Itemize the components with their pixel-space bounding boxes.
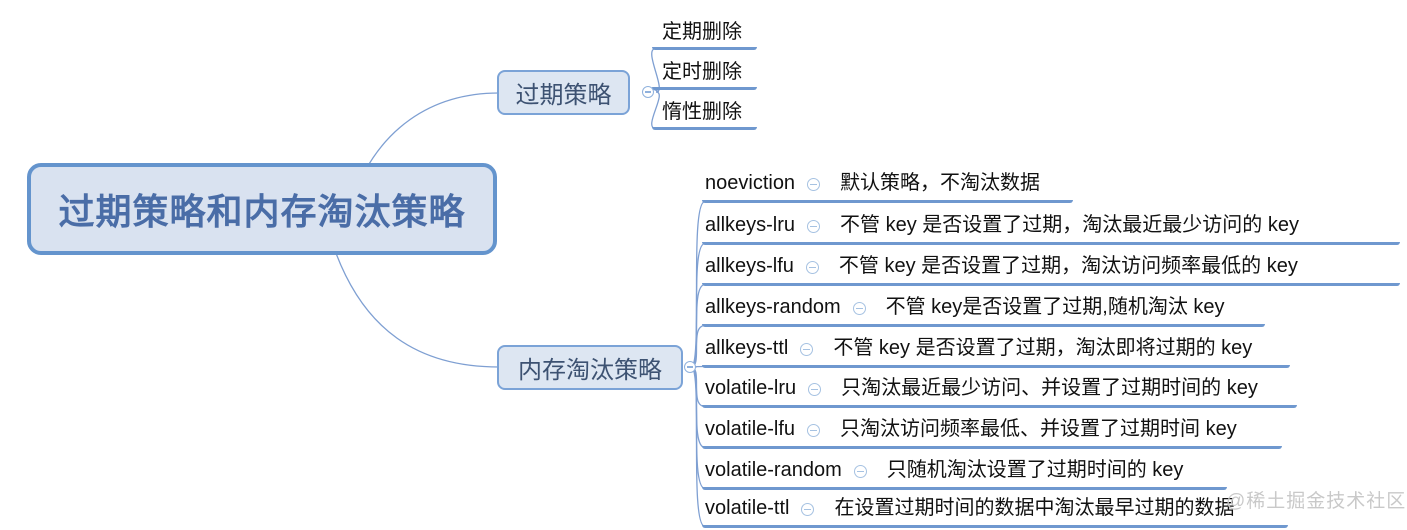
branch-expire-policy[interactable]: 过期策略: [497, 70, 630, 115]
branch-evict-label: 内存淘汰策略: [518, 357, 662, 384]
policy-name[interactable]: volatile-random: [705, 459, 842, 481]
eviction-row-noeviction: noeviction 默认策略，不淘汰数据: [702, 167, 1073, 203]
policy-desc[interactable]: 只随机淘汰设置了过期时间的 key: [886, 459, 1184, 481]
eviction-row-volatile-lru: volatile-lru 只淘汰最近最少访问、并设置了过期时间的 key: [702, 372, 1297, 408]
policy-desc[interactable]: 默认策略，不淘汰数据: [840, 172, 1041, 194]
policy-desc[interactable]: 不管 key 是否设置了过期，淘汰即将过期的 key: [833, 337, 1253, 359]
leaf-periodic-delete[interactable]: 定期删除: [652, 14, 757, 50]
policy-name[interactable]: allkeys-lru: [705, 214, 796, 236]
collapse-minus-icon[interactable]: [852, 302, 866, 315]
policy-desc[interactable]: 不管 key是否设置了过期,随机淘汰 key: [885, 296, 1225, 318]
collapse-minus-icon[interactable]: [801, 503, 815, 516]
policy-name[interactable]: volatile-lru: [705, 377, 797, 399]
watermark-juejin: @稀土掘金技术社区: [1226, 491, 1407, 512]
policy-desc[interactable]: 只淘汰访问频率最低、并设置了过期时间 key: [840, 418, 1237, 440]
branch-memory-eviction[interactable]: 内存淘汰策略: [497, 345, 683, 390]
policy-desc[interactable]: 只淘汰最近最少访问、并设置了过期时间的 key: [841, 377, 1258, 399]
leaf-label: 定时删除: [662, 61, 742, 83]
leaf-label: 定期删除: [662, 21, 742, 43]
branch-expire-label: 过期策略: [515, 82, 612, 109]
collapse-minus-icon[interactable]: [808, 383, 822, 396]
collapse-minus-icon[interactable]: [805, 261, 819, 274]
policy-name[interactable]: noeviction: [705, 172, 796, 194]
collapse-minus-icon[interactable]: [684, 361, 696, 373]
collapse-minus-icon[interactable]: [807, 220, 821, 233]
eviction-row-volatile-lfu: volatile-lfu 只淘汰访问频率最低、并设置了过期时间 key: [702, 413, 1282, 449]
policy-name[interactable]: volatile-ttl: [705, 497, 790, 519]
policy-name[interactable]: allkeys-ttl: [705, 337, 789, 359]
collapse-minus-icon[interactable]: [642, 86, 654, 98]
eviction-row-allkeys-lru: allkeys-lru 不管 key 是否设置了过期，淘汰最近最少访问的 key: [702, 209, 1400, 245]
leaf-lazy-delete[interactable]: 惰性删除: [652, 94, 757, 130]
root-topic[interactable]: 过期策略和内存淘汰策略: [27, 163, 497, 255]
eviction-row-allkeys-lfu: allkeys-lfu 不管 key 是否设置了过期，淘汰访问频率最低的 key: [702, 250, 1400, 286]
eviction-row-allkeys-random: allkeys-random 不管 key是否设置了过期,随机淘汰 key: [702, 291, 1265, 327]
policy-name[interactable]: volatile-lfu: [705, 418, 796, 440]
collapse-minus-icon[interactable]: [853, 465, 867, 478]
eviction-row-volatile-random: volatile-random 只随机淘汰设置了过期时间的 key: [702, 454, 1227, 490]
leaf-timed-delete[interactable]: 定时删除: [652, 54, 757, 90]
policy-name[interactable]: allkeys-random: [705, 296, 841, 318]
leaf-label: 惰性删除: [662, 101, 742, 123]
root-topic-label: 过期策略和内存淘汰策略: [58, 191, 466, 232]
policy-desc[interactable]: 不管 key 是否设置了过期，淘汰最近最少访问的 key: [840, 214, 1299, 236]
eviction-row-volatile-ttl: volatile-ttl 在设置过期时间的数据中淘汰最早过期的数据: [702, 492, 1288, 528]
policy-desc[interactable]: 不管 key 是否设置了过期，淘汰访问频率最低的 key: [838, 255, 1298, 277]
eviction-row-allkeys-ttl: allkeys-ttl 不管 key 是否设置了过期，淘汰即将过期的 key: [702, 332, 1290, 368]
policy-desc[interactable]: 在设置过期时间的数据中淘汰最早过期的数据: [834, 497, 1235, 519]
collapse-minus-icon[interactable]: [807, 178, 821, 191]
policy-name[interactable]: allkeys-lfu: [705, 255, 794, 277]
collapse-minus-icon[interactable]: [807, 424, 821, 437]
collapse-minus-icon[interactable]: [800, 343, 814, 356]
